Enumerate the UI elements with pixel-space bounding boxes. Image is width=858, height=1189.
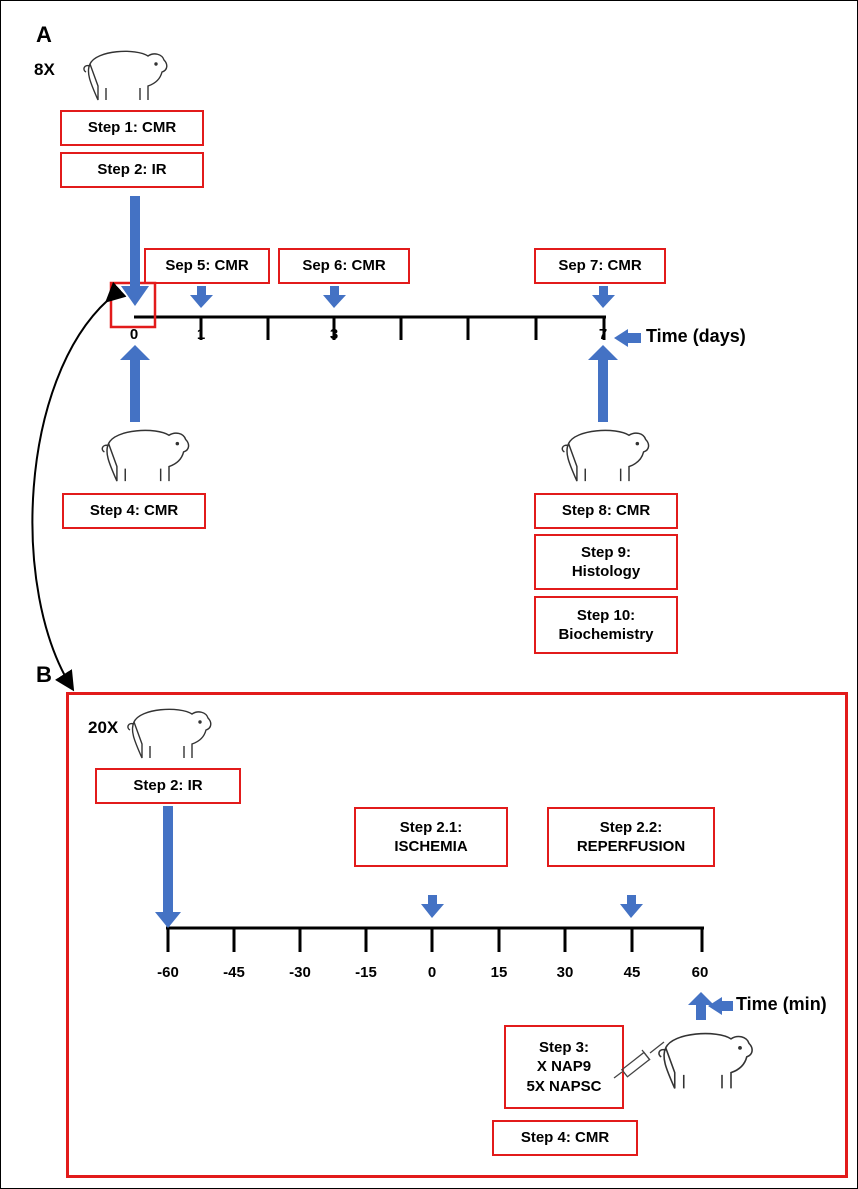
panel-b-arrows [155, 806, 733, 1020]
step2-box: Step 2: IR [60, 152, 204, 188]
pig-icon [101, 429, 190, 482]
zoom-connector [31, 281, 127, 692]
pig-icon [658, 1032, 753, 1089]
panel-b-count: 20X [88, 718, 119, 737]
sep5-box: Sep 5: CMR [144, 248, 270, 284]
panel-b-frame [66, 692, 848, 1178]
time-days-arrow [614, 329, 641, 347]
sep6-box: Sep 6: CMR [278, 248, 410, 284]
pig-icon [127, 708, 212, 759]
pig-icon [561, 429, 650, 482]
step9-box: Step 9: Histology [534, 534, 678, 590]
sep7-box: Sep 7: CMR [534, 248, 666, 284]
step8-box: Step 8: CMR [534, 493, 678, 529]
min-tick-label: 45 [623, 964, 641, 981]
step1-box: Step 1: CMR [60, 110, 204, 146]
panel-a-letter: A [36, 22, 52, 47]
panel-a-count: 8X [34, 60, 55, 79]
days-axis [134, 315, 606, 340]
axis-title-min: Time (min) [736, 994, 827, 1014]
b-step21-box: Step 2.1: ISCHEMIA [354, 807, 508, 867]
up-arrows [120, 345, 618, 422]
min-tick-label: -45 [223, 964, 245, 981]
b-step2-box: Step 2: IR [95, 768, 241, 804]
step10-box: Step 10: Biochemistry [534, 596, 678, 654]
b-step3-box: Step 3: X NAP9 5X NAPSC [504, 1025, 624, 1109]
min-tick-label: -30 [289, 964, 311, 981]
ir-to-day0-arrow [121, 196, 149, 306]
b-step4-box: Step 4: CMR [492, 1120, 638, 1156]
pig-icon [83, 50, 168, 101]
min-axis [166, 926, 704, 952]
b-step22-box: Step 2.2: REPERFUSION [547, 807, 715, 867]
day-tick-label: 0 [129, 326, 139, 343]
min-tick-label: 0 [427, 964, 437, 981]
axis-title-days: Time (days) [646, 326, 746, 346]
min-tick-label: 15 [490, 964, 508, 981]
min-tick-label: 30 [556, 964, 574, 981]
min-tick-label: -60 [157, 964, 179, 981]
small-down-arrows [190, 286, 615, 308]
min-tick-label: 60 [691, 964, 709, 981]
syringe-icon [613, 1041, 665, 1079]
min-tick-label: -15 [355, 964, 377, 981]
panel-b-letter: B [36, 662, 52, 687]
